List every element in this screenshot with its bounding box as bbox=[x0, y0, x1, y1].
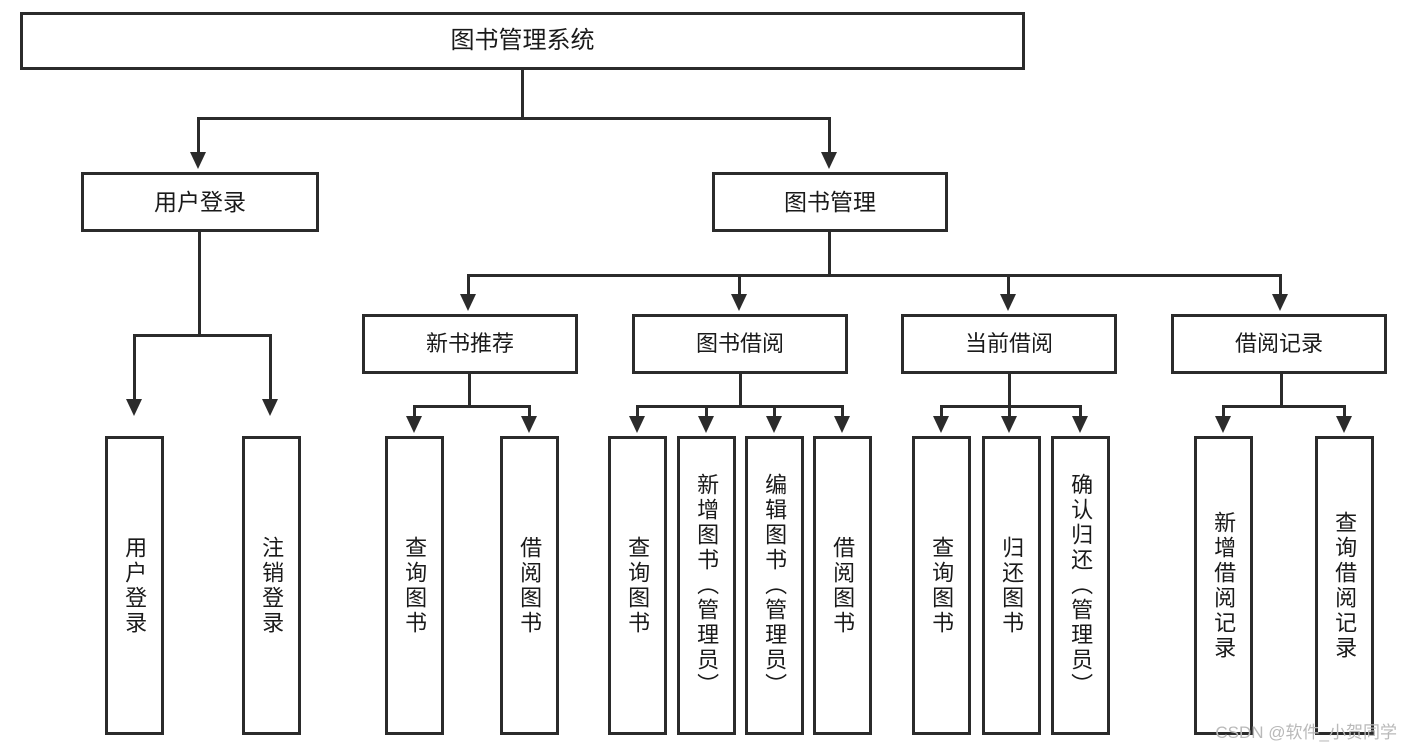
node-leaf-add-record[interactable]: 新增借阅记录 bbox=[1194, 436, 1253, 735]
node-user-login-label: 用户登录 bbox=[154, 188, 246, 215]
arrowhead-leaf-query-book-2 bbox=[629, 416, 645, 433]
node-leaf-add-book[interactable]: 新增图书（管理员） bbox=[677, 436, 736, 735]
arrowhead-leaf-query-record bbox=[1336, 416, 1352, 433]
node-leaf-user-login-label: 用户登录 bbox=[122, 535, 148, 636]
edge-current-borrow-stem bbox=[1008, 374, 1011, 407]
arrowhead-leaf-query-book-1 bbox=[406, 416, 422, 433]
arrowhead-book-borrow bbox=[731, 294, 747, 311]
node-leaf-query-book-3[interactable]: 查询图书 bbox=[912, 436, 971, 735]
arrowhead-leaf-user-login bbox=[126, 399, 142, 416]
arrowhead-leaf-edit-book bbox=[766, 416, 782, 433]
csdn-watermark: CSDN @软件_小贺同学 bbox=[1215, 723, 1397, 742]
edge-root-stem bbox=[521, 70, 524, 119]
edge-borrow-record-drop-1 bbox=[1222, 405, 1225, 419]
node-borrow-record[interactable]: 借阅记录 bbox=[1171, 314, 1387, 374]
arrowhead-borrow-record bbox=[1272, 294, 1288, 311]
arrowhead-leaf-add-record bbox=[1215, 416, 1231, 433]
arrowhead-leaf-borrow-book-2 bbox=[834, 416, 850, 433]
arrowhead-leaf-user-logout bbox=[262, 399, 278, 416]
node-leaf-add-record-label: 新增借阅记录 bbox=[1211, 510, 1237, 661]
edge-user-login-stem bbox=[198, 232, 201, 336]
edge-to-book-management bbox=[828, 117, 831, 155]
edge-book-borrow-bus bbox=[636, 405, 844, 408]
node-current-borrow[interactable]: 当前借阅 bbox=[901, 314, 1117, 374]
edge-borrow-record-stem bbox=[1280, 374, 1283, 407]
node-new-book-recommend[interactable]: 新书推荐 bbox=[362, 314, 578, 374]
node-leaf-confirm-return-label: 确认归还（管理员） bbox=[1068, 473, 1094, 698]
node-leaf-query-book-1[interactable]: 查询图书 bbox=[385, 436, 444, 735]
edge-level1-bus bbox=[197, 117, 831, 120]
node-new-book-recommend-label: 新书推荐 bbox=[425, 331, 514, 357]
edge-user-login-drop-2 bbox=[269, 334, 272, 402]
node-leaf-query-book-2[interactable]: 查询图书 bbox=[608, 436, 667, 735]
arrowhead-leaf-add-book bbox=[698, 416, 714, 433]
node-leaf-return-book-label: 归还图书 bbox=[999, 535, 1025, 636]
node-leaf-user-logout[interactable]: 注销登录 bbox=[242, 436, 301, 735]
node-leaf-query-record-label: 查询借阅记录 bbox=[1332, 510, 1358, 661]
edge-book-borrow-drop-3 bbox=[773, 405, 776, 419]
edge-new-book-recommend-stem bbox=[468, 374, 471, 407]
edge-borrow-record-drop-2 bbox=[1343, 405, 1346, 419]
node-leaf-return-book[interactable]: 归还图书 bbox=[982, 436, 1041, 735]
node-leaf-query-record[interactable]: 查询借阅记录 bbox=[1315, 436, 1374, 735]
node-leaf-borrow-book-2-label: 借阅图书 bbox=[830, 535, 856, 636]
node-leaf-user-logout-label: 注销登录 bbox=[259, 535, 285, 636]
edge-book-borrow-drop-4 bbox=[841, 405, 844, 419]
node-leaf-user-login[interactable]: 用户登录 bbox=[105, 436, 164, 735]
edge-to-user-login bbox=[197, 117, 200, 155]
node-leaf-edit-book[interactable]: 编辑图书（管理员） bbox=[745, 436, 804, 735]
node-leaf-borrow-book-2[interactable]: 借阅图书 bbox=[813, 436, 872, 735]
node-root[interactable]: 图书管理系统 bbox=[20, 12, 1025, 70]
arrowhead-leaf-borrow-book-1 bbox=[521, 416, 537, 433]
node-leaf-confirm-return[interactable]: 确认归还（管理员） bbox=[1051, 436, 1110, 735]
edge-book-borrow-drop-1 bbox=[636, 405, 639, 419]
edge-new-book-recommend-bus bbox=[413, 405, 531, 408]
arrowhead-leaf-return-book bbox=[1001, 416, 1017, 433]
arrowhead-current-borrow bbox=[1000, 294, 1016, 311]
node-book-management[interactable]: 图书管理 bbox=[712, 172, 948, 232]
node-leaf-query-book-2-label: 查询图书 bbox=[625, 535, 651, 636]
node-leaf-query-book-1-label: 查询图书 bbox=[402, 535, 428, 636]
edge-current-borrow-drop-2 bbox=[1008, 405, 1011, 419]
edge-user-login-bus bbox=[133, 334, 271, 337]
node-leaf-borrow-book-1-label: 借阅图书 bbox=[517, 535, 543, 636]
edge-book-borrow-stem bbox=[739, 374, 742, 407]
node-book-borrow-label: 图书借阅 bbox=[695, 331, 784, 357]
node-leaf-add-book-label: 新增图书（管理员） bbox=[694, 473, 720, 698]
node-current-borrow-label: 当前借阅 bbox=[964, 331, 1053, 357]
edge-level2-bus bbox=[467, 274, 1282, 277]
edge-book-management-stem bbox=[828, 232, 831, 276]
edge-to-new-book-recommend bbox=[467, 274, 470, 297]
arrowhead-book-management bbox=[821, 152, 837, 169]
edge-to-current-borrow bbox=[1007, 274, 1010, 297]
edge-user-login-drop-1 bbox=[133, 334, 136, 402]
edge-current-borrow-drop-1 bbox=[940, 405, 943, 419]
node-leaf-borrow-book-1[interactable]: 借阅图书 bbox=[500, 436, 559, 735]
node-book-borrow[interactable]: 图书借阅 bbox=[632, 314, 848, 374]
edge-current-borrow-drop-3 bbox=[1079, 405, 1082, 419]
edge-borrow-record-bus bbox=[1222, 405, 1346, 408]
node-leaf-query-book-3-label: 查询图书 bbox=[929, 535, 955, 636]
node-book-management-label: 图书管理 bbox=[784, 188, 876, 215]
node-user-login[interactable]: 用户登录 bbox=[81, 172, 319, 232]
arrowhead-leaf-query-book-3 bbox=[933, 416, 949, 433]
node-leaf-edit-book-label: 编辑图书（管理员） bbox=[762, 473, 788, 698]
edge-new-book-recommend-drop-2 bbox=[528, 405, 531, 419]
edge-current-borrow-bus bbox=[940, 405, 1082, 408]
arrowhead-new-book-recommend bbox=[460, 294, 476, 311]
arrowhead-leaf-confirm-return bbox=[1072, 416, 1088, 433]
edge-to-book-borrow bbox=[738, 274, 741, 297]
edge-to-borrow-record bbox=[1279, 274, 1282, 297]
node-root-label: 图书管理系统 bbox=[450, 27, 595, 55]
node-borrow-record-label: 借阅记录 bbox=[1234, 331, 1323, 357]
edge-new-book-recommend-drop-1 bbox=[413, 405, 416, 419]
edge-book-borrow-drop-2 bbox=[705, 405, 708, 419]
arrowhead-user-login bbox=[190, 152, 206, 169]
